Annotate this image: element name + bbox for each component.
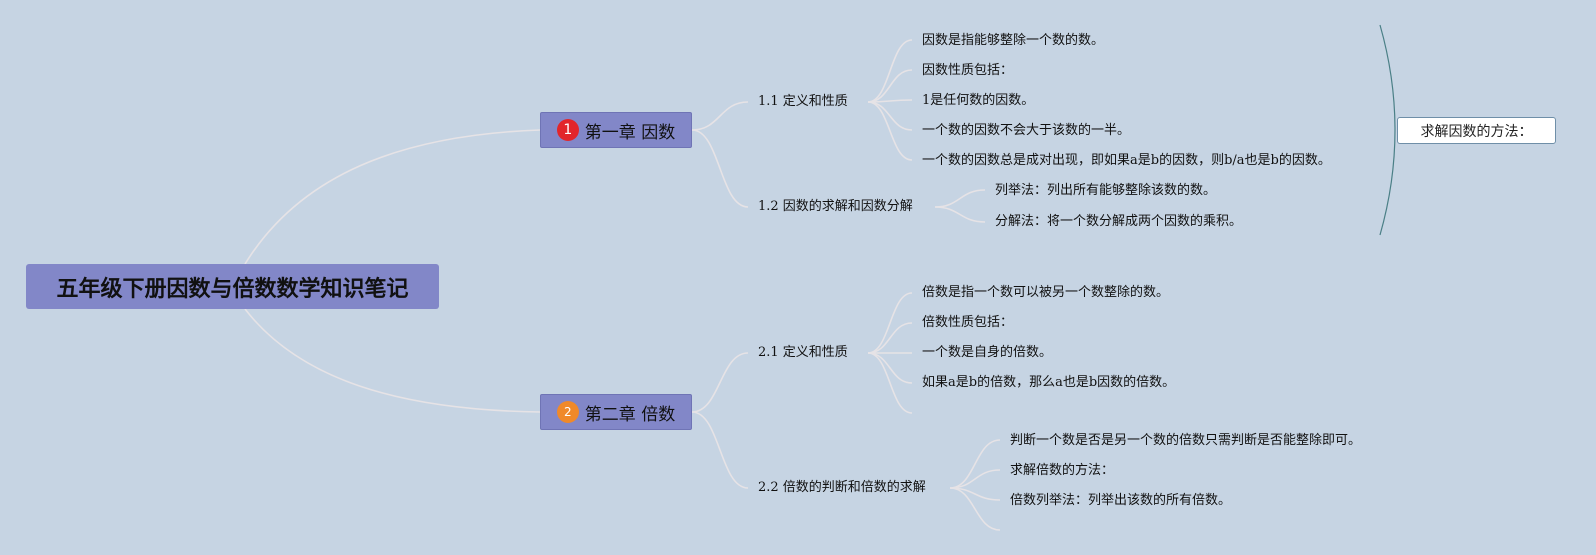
leaf-1-1-2[interactable]: 因数性质包括： xyxy=(922,63,1014,78)
chapter-1-node[interactable]: 1 第一章 因数 xyxy=(540,112,692,148)
chapter-2-node[interactable]: 2 第二章 倍数 xyxy=(540,394,692,430)
leaf-2-1-1[interactable]: 倍数是指一个数可以被另一个数整除的数。 xyxy=(922,285,1170,300)
leaf-2-2-3[interactable]: 倍数列举法：列举出该数的所有倍数。 xyxy=(1010,493,1232,508)
leaf-2-1-3[interactable]: 一个数是自身的倍数。 xyxy=(922,345,1053,360)
leaf-1-1-1[interactable]: 因数是指能够整除一个数的数。 xyxy=(922,33,1105,48)
chapter-2-title: 第二章 倍数 xyxy=(584,404,676,425)
leaf-1-2-2[interactable]: 分解法：将一个数分解成两个因数的乘积。 xyxy=(995,214,1243,229)
connector-root-ch2 xyxy=(244,308,541,413)
section-1-1[interactable]: 1.1 定义和性质 xyxy=(758,94,848,109)
leaf-1-1-3[interactable]: 1是任何数的因数。 xyxy=(922,93,1035,108)
leaf-1-1-5[interactable]: 一个数的因数总是成对出现，即如果a是b的因数，则b/a也是b的因数。 xyxy=(922,153,1331,168)
section-1-2[interactable]: 1.2 因数的求解和因数分解 xyxy=(758,199,913,214)
summary-node[interactable]: 求解因数的方法： xyxy=(1397,117,1556,144)
leaf-2-2-2[interactable]: 求解倍数的方法： xyxy=(1010,463,1115,478)
leaf-1-2-1[interactable]: 列举法：列出所有能够整除该数的数。 xyxy=(995,183,1217,198)
connector-ch1-s12 xyxy=(691,129,749,208)
leaf-1-1-4[interactable]: 一个数的因数不会大于该数的一半。 xyxy=(922,123,1131,138)
connector-root-ch1 xyxy=(244,129,541,265)
section-2-2[interactable]: 2.2 倍数的判断和倍数的求解 xyxy=(758,480,926,495)
chapter-1-badge: 1 xyxy=(556,119,579,141)
connector-ch2-s21 xyxy=(691,352,749,413)
leaf-2-1-4[interactable]: 如果a是b的倍数，那么a也是b因数的倍数。 xyxy=(922,375,1176,390)
chapter-1-title: 第一章 因数 xyxy=(584,122,676,143)
leaf-2-2-1[interactable]: 判断一个数是否是另一个数的倍数只需判断是否能整除即可。 xyxy=(1010,433,1362,448)
summary-bracket xyxy=(1379,24,1396,236)
leaf-2-1-2[interactable]: 倍数性质包括： xyxy=(922,315,1014,330)
connector-ch1-s11 xyxy=(691,101,749,131)
root-topic[interactable]: 五年级下册因数与倍数数学知识笔记 xyxy=(26,264,439,309)
section-2-1[interactable]: 2.1 定义和性质 xyxy=(758,345,848,360)
chapter-2-badge: 2 xyxy=(556,401,579,423)
connector-ch2-s22 xyxy=(691,411,749,489)
